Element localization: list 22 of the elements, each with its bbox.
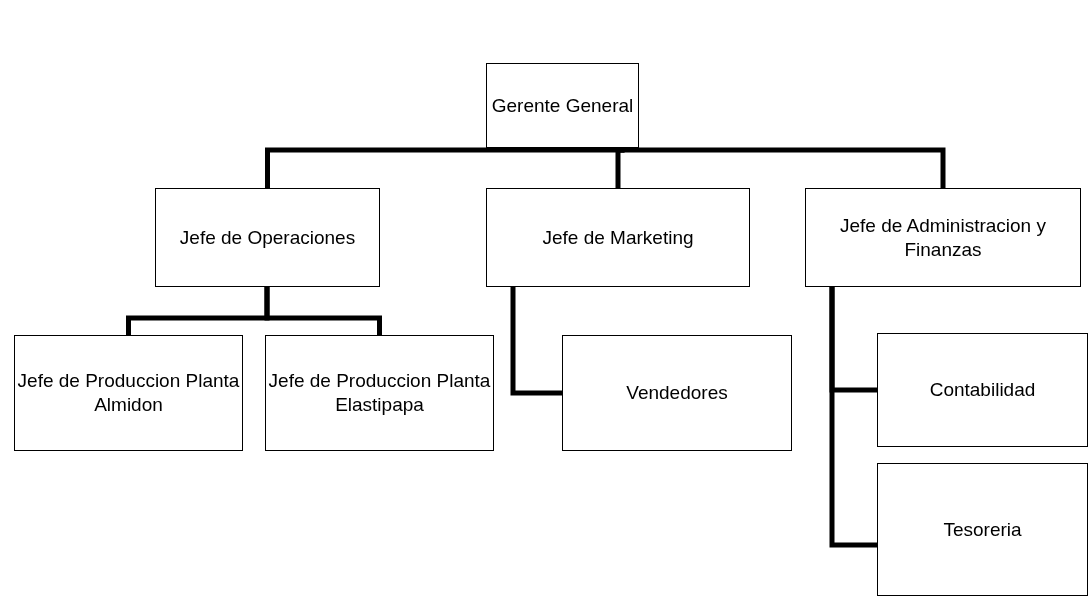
box-label: Contabilidad — [929, 378, 1036, 402]
connector-line — [264, 287, 382, 335]
org-box — [877, 333, 1088, 447]
box-label: Jefe de Operaciones — [179, 225, 356, 250]
connector-line — [619, 146, 946, 188]
org-box — [486, 63, 639, 148]
org-box — [155, 188, 380, 287]
org-box — [265, 335, 494, 451]
box-label: Vendedores — [626, 381, 728, 405]
connector-line — [510, 287, 562, 396]
connector-line — [829, 287, 877, 548]
org-box — [877, 463, 1088, 596]
org-box — [562, 335, 792, 451]
box-label: Jefe de Marketing — [542, 225, 694, 250]
box-label: Jefe de Produccion Planta Almidon — [16, 369, 241, 417]
org-box — [14, 335, 243, 451]
org-box — [486, 188, 750, 287]
org-box — [805, 188, 1081, 287]
box-label: Tesoreria — [943, 517, 1022, 542]
box-label: Jefe de Administracion y Finanzas — [839, 213, 1047, 262]
box-label: Gerente General — [491, 93, 634, 118]
box-label: Jefe de Produccion Planta Elastipapa — [267, 369, 492, 417]
